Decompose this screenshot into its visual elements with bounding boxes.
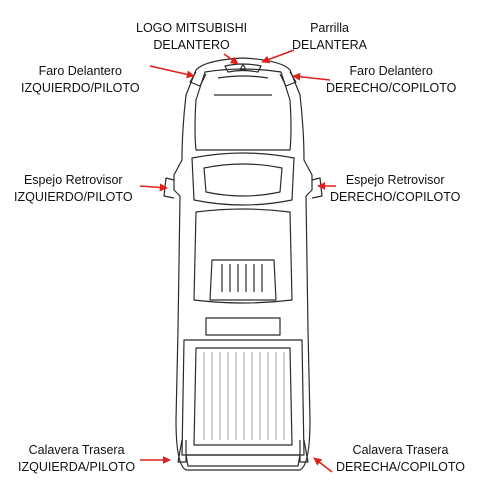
label-grille: Parrilla DELANTERA — [292, 20, 367, 54]
bed-ribs — [203, 352, 285, 440]
label-mirror-right-line1: Espejo Retrovisor — [345, 173, 445, 187]
label-logo: LOGO MITSUBISHI DELANTERO — [136, 20, 247, 54]
label-mirror-left-line2: IZQUIERDO/PILOTO — [14, 190, 133, 204]
arrow-headlight-right — [292, 72, 331, 81]
label-taillight-right-line2: DERECHA/COPILOTO — [336, 460, 465, 474]
label-headlight-left-line1: Faro Delantero — [38, 64, 122, 78]
label-taillight-right-line1: Calavera Trasera — [352, 443, 449, 457]
label-mirror-right: Espejo Retrovisor DERECHO/COPILOTO — [330, 172, 460, 206]
label-taillight-right: Calavera Trasera DERECHA/COPILOTO — [336, 442, 465, 476]
arrow-grille — [261, 49, 295, 64]
label-headlight-right: Faro Delantero DERECHO/COPILOTO — [326, 63, 456, 97]
label-grille-line1: Parrilla — [310, 21, 349, 35]
label-headlight-left-line2: IZQUIERDO/PILOTO — [21, 81, 140, 95]
arrow-taillight-right — [313, 457, 333, 473]
label-logo-line1: LOGO MITSUBISHI — [136, 21, 248, 35]
arrow-mirror-left — [139, 183, 168, 192]
label-taillight-left-line2: IZQUIERDA/PILOTO — [18, 460, 136, 474]
label-mirror-left: Espejo Retrovisor IZQUIERDO/PILOTO — [14, 172, 133, 206]
label-taillight-left: Calavera Trasera IZQUIERDA/PILOTO — [18, 442, 135, 476]
label-headlight-right-line1: Faro Delantero — [349, 64, 433, 78]
label-grille-line2: DELANTERA — [292, 38, 368, 52]
label-headlight-right-line2: DERECHO/COPILOTO — [326, 81, 457, 95]
label-taillight-left-line1: Calavera Trasera — [28, 443, 125, 457]
arrow-logo — [223, 53, 239, 65]
pointer-arrows — [139, 49, 336, 473]
label-logo-line2: DELANTERO — [153, 38, 230, 52]
label-mirror-right-line2: DERECHO/COPILOTO — [330, 190, 461, 204]
truck-outline — [163, 57, 323, 471]
label-headlight-left: Faro Delantero IZQUIERDO/PILOTO — [21, 63, 140, 97]
label-mirror-left-line1: Espejo Retrovisor — [23, 173, 123, 187]
arrow-headlight-left — [149, 65, 195, 79]
